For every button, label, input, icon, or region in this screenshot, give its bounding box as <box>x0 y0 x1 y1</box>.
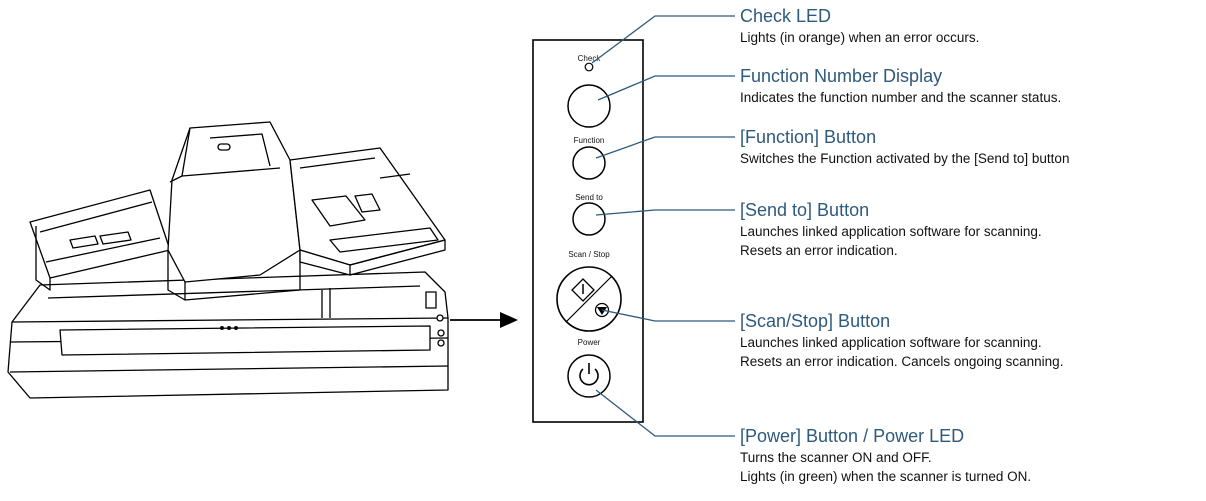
function-number-display <box>567 84 611 128</box>
callout-description: Lights (in green) when the scanner is tu… <box>740 469 1032 484</box>
callout-description: Launches linked application software for… <box>740 335 1042 350</box>
callout-title: [Power] Button / Power LED <box>740 426 965 446</box>
function-button[interactable] <box>572 146 606 180</box>
pointer-arrow <box>450 312 518 328</box>
callout-description: Resets an error indication. Cancels ongo… <box>740 354 1064 369</box>
callout-title: Check LED <box>740 6 832 26</box>
callout-function-button: [Function] Button Switches the Function … <box>740 127 1069 168</box>
panel-label-send-to: Send to <box>575 193 603 202</box>
leader-power-button <box>595 389 735 437</box>
check-led-icon <box>584 62 594 72</box>
callout-power-button: [Power] Button / Power LED Turns the sca… <box>740 426 1031 486</box>
panel-label-check: Check <box>578 54 602 63</box>
callout-scan-stop-button: [Scan/Stop] Button Launches linked appli… <box>740 311 1063 371</box>
leader-function-number-display <box>597 75 735 101</box>
scan-stop-button[interactable] <box>556 266 622 332</box>
callout-description: Indicates the function number and the sc… <box>740 90 1062 105</box>
callout-description: Resets an error indication. <box>740 243 898 258</box>
power-icon <box>579 363 599 386</box>
callout-title: Function Number Display <box>740 66 943 86</box>
leader-function-button <box>595 136 735 159</box>
scanner-panel-led <box>436 314 444 322</box>
scan-start-icon <box>571 278 595 302</box>
scanner-front-strip <box>59 325 431 356</box>
power-button[interactable] <box>567 354 611 398</box>
send-to-button[interactable] <box>572 202 606 236</box>
leader-lines <box>591 15 735 437</box>
panel-label-scan-stop: Scan / Stop <box>568 250 610 259</box>
panel-label-function: Function <box>574 136 605 145</box>
leader-scan-stop-button <box>601 309 735 322</box>
leader-check-led <box>591 15 735 64</box>
callout-description: Lights (in orange) when an error occurs. <box>740 30 980 45</box>
leader-send-to-button <box>595 209 735 216</box>
scanner-illustration <box>7 121 449 399</box>
panel-label-power: Power <box>578 338 601 347</box>
callout-description: Switches the Function activated by the [… <box>740 151 1070 166</box>
callout-send-to-button: [Send to] Button Launches linked applica… <box>740 200 1042 260</box>
callout-check-led: Check LED Lights (in orange) when an err… <box>740 6 979 47</box>
adf-body <box>167 121 301 283</box>
callout-function-number-display: Function Number Display Indicates the fu… <box>740 66 1061 107</box>
callout-title: [Send to] Button <box>740 200 870 220</box>
callout-description: Launches linked application software for… <box>740 224 1042 239</box>
callout-description: Turns the scanner ON and OFF. <box>740 450 932 465</box>
callout-title: [Scan/Stop] Button <box>740 311 891 331</box>
callout-title: [Function] Button <box>740 127 877 147</box>
